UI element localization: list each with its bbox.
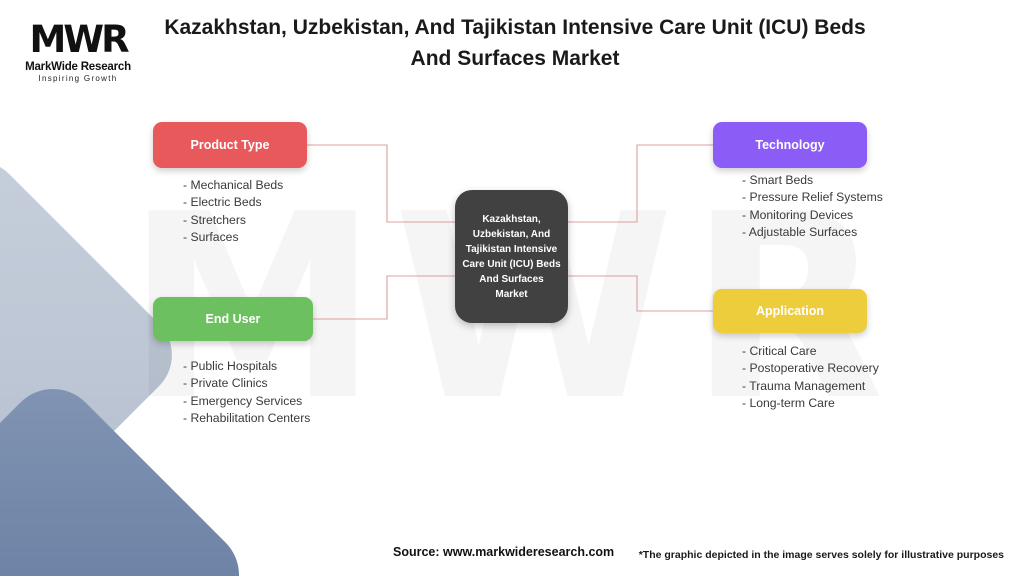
list-item: - Pressure Relief Systems — [742, 190, 883, 205]
list-item: - Surfaces — [183, 230, 239, 245]
list-item: - Critical Care — [742, 344, 817, 358]
connector-product-type — [307, 144, 455, 223]
disclaimer-label: *The graphic depicted in the image serve… — [638, 549, 1004, 561]
list-item: - Mechanical Beds — [183, 178, 284, 192]
source-label: Source: www.markwideresearch.com — [393, 545, 615, 559]
branch-node-end-user[interactable]: End User — [153, 297, 313, 341]
connector-application — [568, 275, 713, 312]
brand-logo: MWR MarkWide Research Inspiring Growth — [18, 18, 138, 83]
list-item: - Emergency Services — [183, 393, 303, 408]
center-node: Kazakhstan, Uzbekistan, And Tajikistan I… — [455, 190, 568, 323]
list-item: - Trauma Management — [742, 378, 866, 393]
logo-mark: MWR — [29, 18, 129, 61]
connector-technology — [568, 144, 713, 223]
list-item: - Public Hospitals — [183, 359, 278, 373]
list-item: - Electric Beds — [183, 195, 262, 210]
list-item: - Smart Beds — [742, 173, 814, 187]
branch-items-product-type: - Mechanical Beds - Electric Beds - Stre… — [183, 177, 283, 247]
list-item: - Long-term Care — [742, 396, 835, 411]
list-item: - Rehabilitation Centers — [183, 411, 311, 426]
branch-items-application: - Critical Care - Postoperative Recovery… — [742, 343, 879, 413]
list-item: - Postoperative Recovery — [742, 361, 879, 376]
branch-label-application: Application — [755, 304, 825, 318]
branch-node-product-type[interactable]: Product Type — [153, 122, 307, 168]
branch-node-technology[interactable]: Technology — [713, 122, 867, 168]
center-node-label: Kazakhstan, Uzbekistan, And Tajikistan I… — [462, 213, 561, 300]
logo-tagline: Inspiring Growth — [38, 74, 118, 83]
branch-items-technology: - Smart Beds - Pressure Relief Systems -… — [742, 172, 883, 242]
list-item: - Private Clinics — [183, 376, 268, 391]
logo-company-name: MarkWide Research — [25, 61, 131, 73]
list-item: - Adjustable Surfaces — [742, 225, 858, 240]
branch-label-end-user: End User — [205, 312, 261, 326]
branch-items-end-user: - Public Hospitals - Private Clinics - E… — [183, 358, 310, 428]
branch-node-application[interactable]: Application — [713, 289, 867, 333]
branch-label-product-type: Product Type — [190, 138, 270, 152]
branch-label-technology: Technology — [755, 138, 825, 152]
list-item: - Stretchers — [183, 212, 246, 227]
list-item: - Monitoring Devices — [742, 207, 854, 222]
connector-end-user — [313, 275, 455, 320]
page-title: Kazakhstan, Uzbekistan, And Tajikistan I… — [164, 16, 866, 70]
